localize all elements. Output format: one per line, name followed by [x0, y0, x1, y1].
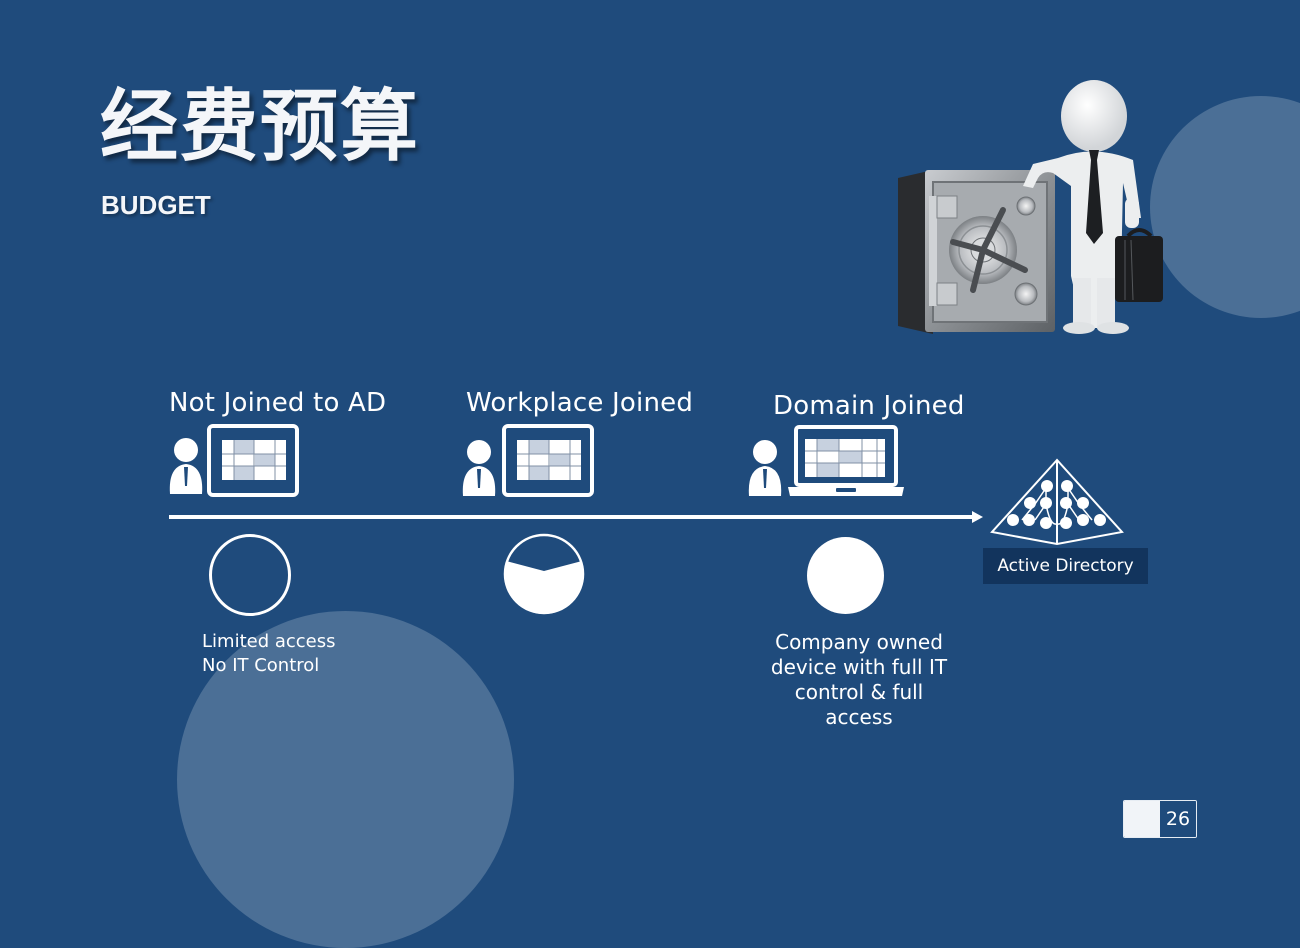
laptop-icon	[786, 425, 906, 498]
indicator-empty-circle	[209, 534, 291, 616]
white-3d-person-icon	[1023, 80, 1141, 334]
arrowhead-icon	[972, 511, 983, 523]
tablet-icon	[207, 424, 299, 497]
stage-description-not-joined: Limited access No IT Control	[202, 630, 336, 678]
description-line: Company owned	[775, 630, 943, 654]
stage-label-not-joined: Not Joined to AD	[169, 388, 387, 418]
description-line: control & full	[794, 680, 924, 704]
illustration-svg	[898, 80, 1163, 334]
description-line: No IT Control	[202, 655, 320, 676]
tablet-icon	[502, 424, 594, 497]
description-line: access	[825, 705, 893, 729]
indicator-filled-circle	[807, 537, 884, 614]
slide-title: 经费预算	[100, 82, 421, 172]
timeline-arrow-line	[169, 515, 975, 519]
active-directory-pyramid-icon	[990, 458, 1124, 546]
user-icon	[461, 438, 497, 500]
bank-safe-icon	[898, 170, 1055, 334]
page-number-swatch	[1124, 801, 1160, 837]
stage-description-domain-joined: Company owned device with full IT contro…	[759, 630, 959, 730]
slide-subtitle: BUDGET	[101, 190, 211, 220]
decorative-circle-bottom-left	[177, 611, 514, 948]
page-number-badge: 26	[1123, 800, 1197, 838]
description-line: device with full IT	[770, 655, 948, 679]
page-number: 26	[1160, 801, 1196, 837]
briefcase-icon	[1115, 228, 1163, 302]
indicator-partial-circle	[503, 533, 585, 615]
user-icon	[747, 438, 783, 500]
stage-label-workplace-joined: Workplace Joined	[466, 388, 694, 418]
active-directory-label: Active Directory	[983, 548, 1148, 584]
description-line: Limited access	[202, 631, 336, 652]
user-icon	[168, 436, 204, 498]
safe-and-man-illustration	[893, 78, 1173, 340]
stage-label-domain-joined: Domain Joined	[773, 391, 965, 421]
